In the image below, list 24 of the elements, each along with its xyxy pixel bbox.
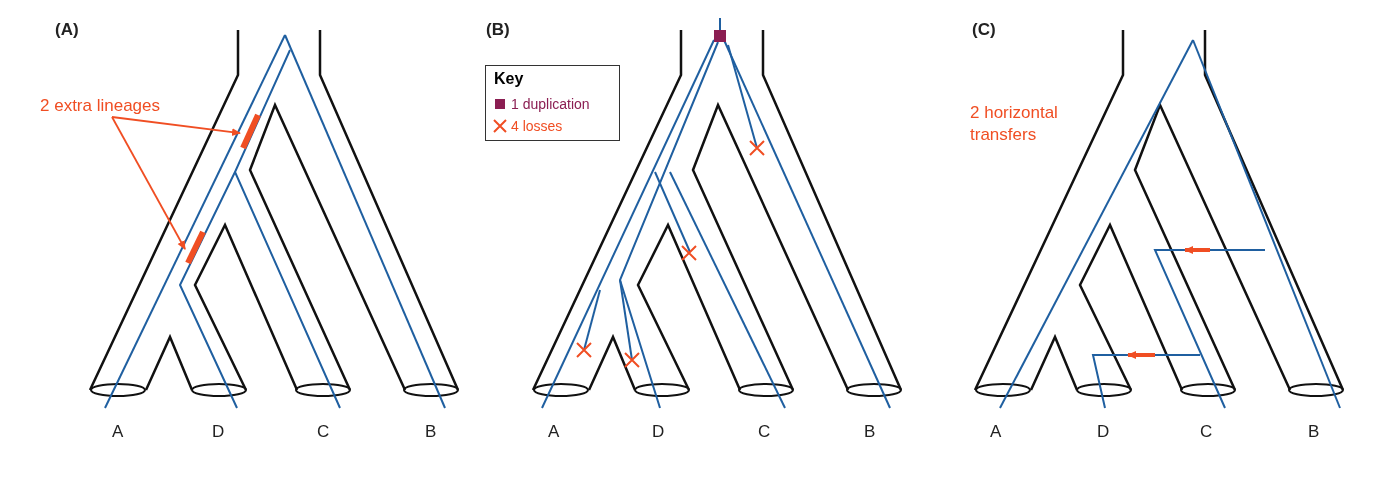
species-label: A bbox=[990, 422, 1002, 442]
species-label: B bbox=[1308, 422, 1320, 442]
species-label: B bbox=[425, 422, 437, 442]
panel-label: (B) bbox=[486, 20, 510, 40]
panel-label: (A) bbox=[55, 20, 79, 40]
species-label: A bbox=[548, 422, 560, 442]
species-label: A bbox=[112, 422, 124, 442]
species-label: D bbox=[1097, 422, 1110, 442]
annotation-text: 2 horizontal transfers bbox=[970, 102, 1059, 146]
species-label: C bbox=[1200, 422, 1213, 442]
lineage-bar bbox=[240, 113, 261, 150]
panel-label: (C) bbox=[972, 20, 996, 40]
legend-text: 1 duplication bbox=[511, 96, 590, 112]
species-label: C bbox=[317, 422, 330, 442]
species-label: D bbox=[212, 422, 225, 442]
leader-arrow bbox=[111, 116, 241, 137]
legend-title: Key bbox=[494, 70, 524, 88]
lineage-bar bbox=[185, 230, 206, 265]
species-label: C bbox=[758, 422, 771, 442]
species-label: B bbox=[864, 422, 876, 442]
annotation-text: 2 extra lineages bbox=[40, 96, 161, 116]
legend-text: 4 losses bbox=[511, 118, 563, 134]
species-label: D bbox=[652, 422, 665, 442]
leader-arrow bbox=[111, 116, 186, 250]
